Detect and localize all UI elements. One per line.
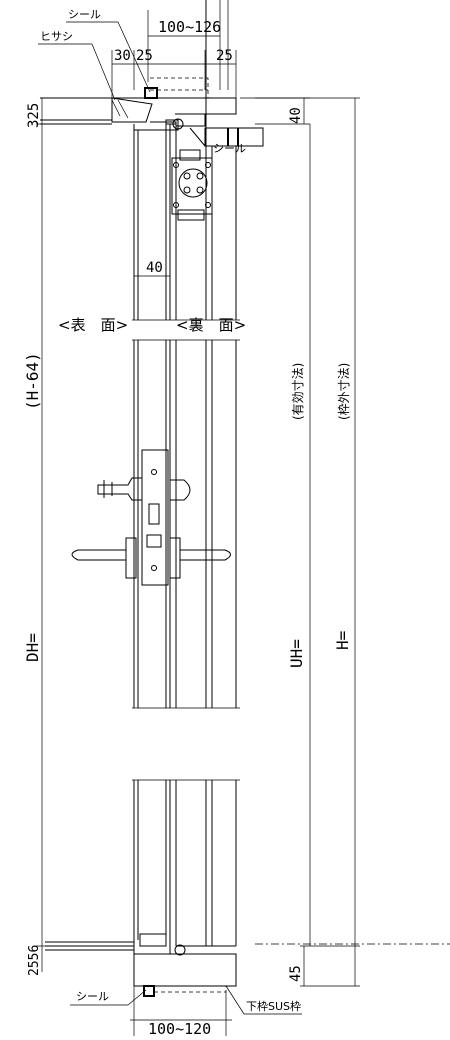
head-section: 325 40 シール [26, 87, 310, 221]
sill-section: 100~120 シール 下枠SUS枠 [70, 933, 302, 1038]
seal-label-right: シール [213, 142, 246, 155]
width-range-top: 100~126 [158, 18, 221, 36]
dim-h-minus-64: (H-64) [23, 352, 42, 410]
dim-30: 30 [114, 48, 131, 64]
dim-uh: UH= [287, 639, 306, 668]
lock-assembly [71, 449, 231, 586]
hisashi-label: ヒサシ [40, 30, 73, 43]
dim-325: 325 [26, 103, 42, 128]
seal-label-bottom: シール [76, 990, 109, 1003]
door-leaf: 40 [132, 0, 240, 946]
dim-25-b: 25 [216, 48, 233, 64]
dim-40-right: 40 [288, 107, 304, 124]
dim-40-frame: 40 [146, 260, 163, 276]
dim-h: H= [333, 631, 352, 650]
dim-45: 45 [288, 965, 304, 982]
lower-frame-sus-label: 下枠SUS枠 [246, 999, 301, 1013]
right-dimensions: (有効寸法) (枠外寸法) UH= H= 45 [240, 97, 450, 987]
dim-2556: 2556 [27, 945, 42, 976]
seal-label-top: シール [68, 8, 101, 21]
dim-25-a: 25 [136, 48, 153, 64]
effective-dim-label: (有効寸法) [290, 363, 305, 420]
top-dimensions: シール ヒサシ 100~126 30 25 25 [38, 0, 237, 101]
back-face-label: <裏 面> [176, 316, 246, 334]
left-dimensions: (H-64) DH= 2556 [23, 123, 134, 976]
frame-outer-dim-label: (枠外寸法) [337, 363, 351, 420]
dim-dh: DH= [23, 633, 42, 662]
width-range-bottom: 100~120 [148, 1020, 211, 1038]
front-face-label: <表 面> [58, 316, 128, 334]
